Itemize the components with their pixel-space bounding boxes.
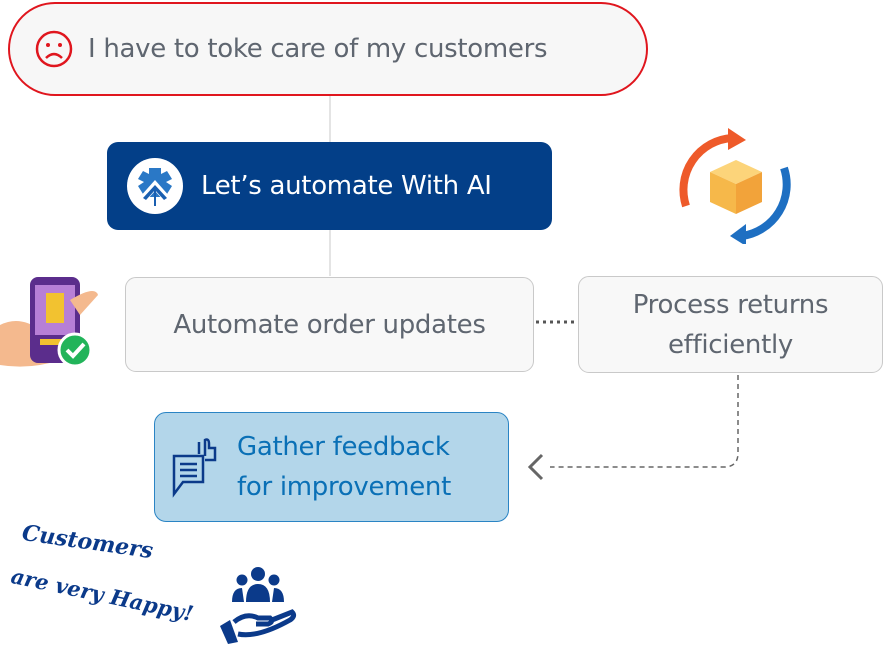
outcome-line1: Customers <box>20 520 155 565</box>
step-text-line2: efficiently <box>667 329 794 360</box>
step-text-line1: Gather feedback <box>237 432 450 462</box>
problem-text: I have to toke care of my customers <box>88 34 548 64</box>
solution-text: Let’s automate With AI <box>201 171 492 201</box>
problem-pill: I have to toke care of my customers <box>8 2 648 96</box>
step-text: Automate order updates <box>173 309 486 340</box>
step-text-line1: Process returns <box>632 289 829 320</box>
connector-line <box>329 96 331 142</box>
feedback-text: Gather feedback for improvement <box>237 427 451 507</box>
return-sync-box-icon <box>679 128 791 244</box>
automate-ai-box: Let’s automate With AI <box>107 142 552 230</box>
step-text-line2: for improvement <box>237 472 451 502</box>
dotted-connector <box>536 320 580 324</box>
feedback-thumbs-up-icon <box>172 438 217 498</box>
gather-feedback-box: Gather feedback for improvement <box>154 412 509 522</box>
ai-gear-logo-icon <box>127 158 183 214</box>
outcome-line2: are very Happy! <box>8 563 196 627</box>
sad-face-icon <box>35 30 73 68</box>
automate-order-updates-box: Automate order updates <box>125 277 534 372</box>
dashed-arrow-connector <box>527 375 739 481</box>
connector-line <box>329 230 331 276</box>
process-returns-box: Process returns efficiently <box>578 276 883 373</box>
customers-care-hand-icon <box>220 567 297 644</box>
phone-order-check-icon <box>0 277 98 368</box>
